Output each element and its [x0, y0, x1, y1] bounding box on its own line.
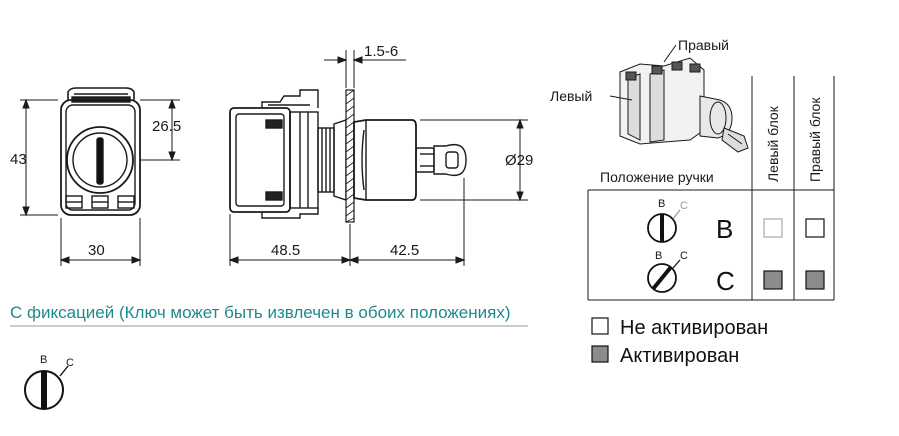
legend-not-activated: Не активирован	[620, 317, 768, 339]
row-c-position: C	[716, 266, 735, 296]
dim-panel-thickness: 1.5-6	[364, 43, 398, 60]
bottom-position-symbol	[24, 365, 69, 410]
label-left-unit: Левый	[550, 88, 592, 104]
row-b-label-c: C	[680, 200, 688, 212]
right-unit-leader	[663, 44, 677, 63]
left-unit-leader	[609, 95, 633, 101]
col-right-block: Правый блок	[807, 97, 823, 182]
col-left-block: Левый блок	[765, 105, 781, 182]
front-view	[60, 87, 141, 216]
legend-swatch-not-activated	[591, 317, 609, 335]
dim-height-total: 43	[10, 151, 27, 168]
row-c-symbol	[647, 259, 681, 293]
bottom-symbol-c: C	[66, 357, 74, 369]
row-header-position: Положение ручки	[600, 169, 714, 185]
caption-latching: С фиксацией (Ключ может быть извлечен в …	[10, 303, 510, 322]
row-c-label-b: B	[655, 250, 662, 262]
dim-width-front: 30	[88, 242, 105, 259]
dim-height-upper: 26.5	[152, 118, 181, 135]
legend-activated: Активирован	[620, 345, 739, 367]
side-dimensions	[228, 50, 528, 266]
label-right-unit: Правый	[678, 37, 729, 53]
dim-length-body: 48.5	[271, 242, 300, 259]
row-c-left-state	[763, 270, 783, 290]
dim-length-head: 42.5	[390, 242, 419, 259]
row-c-label-c: C	[680, 250, 688, 262]
panel-hatch	[345, 89, 355, 223]
front-dimensions	[20, 98, 180, 266]
table-grid	[587, 76, 835, 301]
side-view	[229, 89, 467, 223]
row-b-symbol	[647, 209, 681, 243]
legend-swatch-activated	[591, 345, 609, 363]
row-c-right-state	[805, 270, 825, 290]
row-b-left-state	[763, 218, 783, 238]
row-b-right-state	[805, 218, 825, 238]
dim-diameter: Ø29	[505, 152, 533, 169]
bottom-symbol-b: B	[40, 354, 47, 366]
row-b-label-b: B	[658, 198, 665, 210]
row-b-position: B	[716, 214, 733, 244]
product-illustration	[619, 57, 749, 153]
